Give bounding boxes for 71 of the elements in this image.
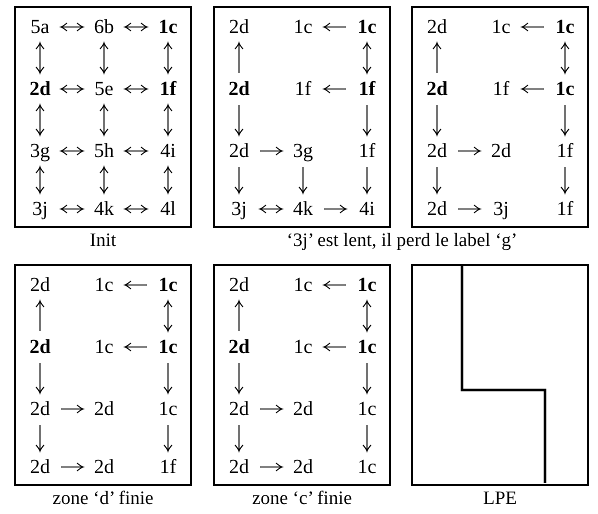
value-label: 1c: [547, 14, 583, 40]
value-label: 2d: [419, 138, 455, 164]
value-label: 4l: [150, 196, 186, 222]
value-label: 5e: [86, 76, 122, 102]
value-label: 2d: [285, 454, 321, 480]
value-label: 1f: [547, 138, 583, 164]
value-label: 2d: [221, 396, 257, 422]
value-label: 1c: [483, 14, 519, 40]
value-label: 2d: [22, 334, 58, 360]
value-label: 5h: [86, 138, 122, 164]
value-label: 2d: [221, 334, 257, 360]
value-label: 4k: [86, 196, 122, 222]
panel-caption: Init: [88, 230, 118, 252]
value-label: 1c: [285, 334, 321, 360]
grid-panel: [14, 264, 192, 486]
panel-caption: zone ‘c’ finie: [251, 488, 353, 510]
value-label: 2d: [419, 196, 455, 222]
value-label: 1c: [349, 396, 385, 422]
value-label: 1c: [285, 272, 321, 298]
value-label: 6b: [86, 14, 122, 40]
value-label: 2d: [22, 454, 58, 480]
value-label: 1c: [547, 76, 583, 102]
value-label: 2d: [221, 76, 257, 102]
value-label: 1c: [150, 14, 186, 40]
value-label: 3g: [285, 138, 321, 164]
value-label: 1c: [86, 334, 122, 360]
value-label: 2d: [22, 396, 58, 422]
value-label: 1c: [285, 14, 321, 40]
value-label: 1c: [150, 272, 186, 298]
value-label: 1c: [86, 272, 122, 298]
value-label: 2d: [419, 76, 455, 102]
value-label: 2d: [221, 14, 257, 40]
value-label: 2d: [22, 76, 58, 102]
value-label: 1c: [150, 334, 186, 360]
caption: ‘3j’ est lent, il perd le label ‘g’: [286, 230, 518, 252]
grid-panel: [411, 6, 589, 228]
panel-caption: zone ‘d’ finie: [52, 488, 154, 510]
value-label: 4i: [349, 196, 385, 222]
value-label: 1c: [349, 272, 385, 298]
value-label: 3j: [22, 196, 58, 222]
value-label: 1f: [150, 76, 186, 102]
value-label: 2d: [419, 14, 455, 40]
value-label: 3j: [221, 196, 257, 222]
value-label: 1f: [150, 454, 186, 480]
value-label: 1f: [285, 76, 321, 102]
value-label: 5a: [22, 14, 58, 40]
value-label: 2d: [221, 454, 257, 480]
grid-panel: [411, 264, 589, 486]
value-label: 2d: [22, 272, 58, 298]
value-label: 3j: [483, 196, 519, 222]
value-label: 3g: [22, 138, 58, 164]
value-label: 4i: [150, 138, 186, 164]
value-label: 1c: [349, 14, 385, 40]
grid-panel: [213, 6, 391, 228]
value-label: 2d: [86, 454, 122, 480]
value-label: 2d: [483, 138, 519, 164]
value-label: 1f: [349, 138, 385, 164]
grid-panel: [14, 6, 192, 228]
value-label: 2d: [221, 272, 257, 298]
value-label: 1f: [483, 76, 519, 102]
value-label: 1c: [349, 454, 385, 480]
value-label: 4k: [285, 196, 321, 222]
grid-panel: [213, 264, 391, 486]
value-label: 1f: [547, 196, 583, 222]
value-label: 1c: [150, 396, 186, 422]
value-label: 2d: [86, 396, 122, 422]
value-label: 2d: [285, 396, 321, 422]
value-label: 1c: [349, 334, 385, 360]
value-label: 2d: [221, 138, 257, 164]
panel-caption: LPE: [482, 488, 518, 510]
value-label: 1f: [349, 76, 385, 102]
